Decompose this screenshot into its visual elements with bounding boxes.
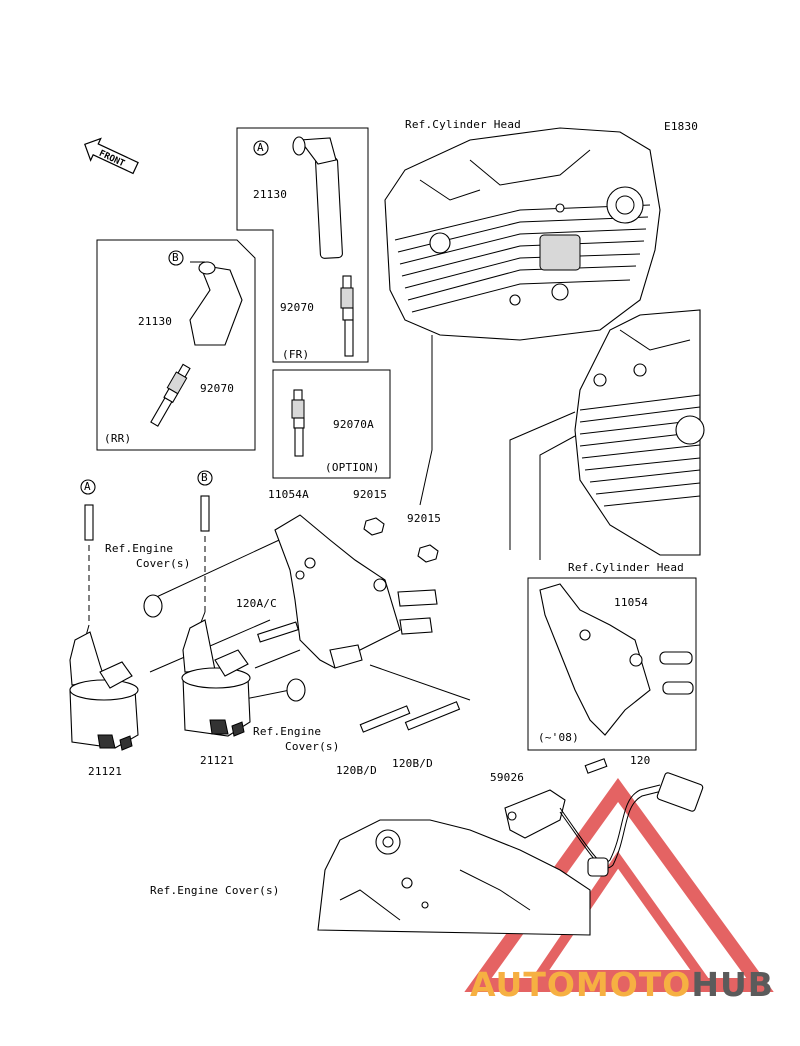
engine-cover-bottom (317, 819, 591, 936)
bolt-120 (584, 758, 608, 774)
watermark-logo: AUTOMOTOHUB (470, 965, 774, 1004)
label-92070a: 92070A (333, 418, 374, 431)
label-ref-engine-cover-2b: Cover(s) (285, 740, 340, 753)
label-year-note: (~'08) (538, 731, 579, 744)
rr-box (96, 239, 256, 451)
grommet-1 (143, 594, 163, 618)
label-ref-engine-cover-1a: Ref.Engine (105, 542, 174, 555)
watermark-part1: AUTOMOTO (470, 965, 692, 1004)
nut-92015-a (363, 517, 385, 536)
label-fr: (FR) (282, 348, 310, 361)
label-11054a: 11054A (268, 488, 309, 501)
label-92070-rr: 92070 (200, 382, 235, 395)
option-box (272, 369, 391, 479)
spark-plug-option (291, 389, 305, 457)
watermark-part2: HUB (691, 965, 774, 1004)
sensor-59026 (504, 772, 704, 877)
label-120: 120 (630, 754, 651, 767)
label-ref-engine-covers: Ref.Engine Cover(s) (150, 884, 280, 897)
fr-box (236, 127, 369, 363)
label-11054: 11054 (614, 596, 649, 609)
label-92070-fr: 92070 (280, 301, 315, 314)
label-120bd-1: 120B/D (336, 764, 377, 777)
spark-plug-fr (340, 275, 354, 357)
label-120bd-2: 120B/D (392, 757, 433, 770)
wire-a (80, 479, 96, 651)
spark-plug-rr (150, 363, 191, 427)
label-ref-engine-cover-2a: Ref.Engine (253, 725, 322, 738)
rear-cylinder-head (384, 127, 661, 341)
front-arrow-icon: FRONT (84, 137, 139, 175)
diagram-code: E1830 (664, 120, 699, 133)
callout-a-top: A (257, 141, 264, 154)
label-120ac: 120A/C (236, 597, 277, 610)
label-21121-2: 21121 (200, 754, 235, 767)
leader-lines (149, 147, 576, 701)
plug-cap-rr (168, 250, 243, 346)
label-59026: 59026 (490, 771, 525, 784)
grommet-2 (286, 678, 306, 702)
nut-92015-b (417, 544, 439, 563)
ignition-coil-1 (69, 631, 139, 751)
variant-box (527, 577, 697, 751)
wire-b (197, 470, 213, 631)
label-21121-1: 21121 (88, 765, 123, 778)
bolt-120bd-1 (359, 705, 411, 733)
bracket-11054 (539, 583, 694, 736)
plug-cap-fr (253, 136, 343, 259)
label-21130-rr: 21130 (138, 315, 173, 328)
label-ref-cylinder-head-top: Ref.Cylinder Head (405, 118, 521, 131)
label-ref-engine-cover-1b: Cover(s) (136, 557, 191, 570)
label-92015-b: 92015 (407, 512, 442, 525)
ignition-coil-2 (181, 619, 251, 737)
front-cylinder-head (574, 309, 705, 556)
callout-b-top: B (172, 251, 179, 264)
callout-a-wire: A (84, 480, 91, 493)
label-ref-cylinder-head-right: Ref.Cylinder Head (568, 561, 684, 574)
bracket-11054a (274, 514, 438, 669)
label-rr: (RR) (104, 432, 132, 445)
label-option: (OPTION) (325, 461, 380, 474)
callout-b-wire: B (201, 471, 208, 484)
label-92015-a: 92015 (353, 488, 388, 501)
label-21130-fr: 21130 (253, 188, 288, 201)
bolt-120bd-2 (404, 701, 461, 731)
bolt-120ac (257, 621, 299, 643)
